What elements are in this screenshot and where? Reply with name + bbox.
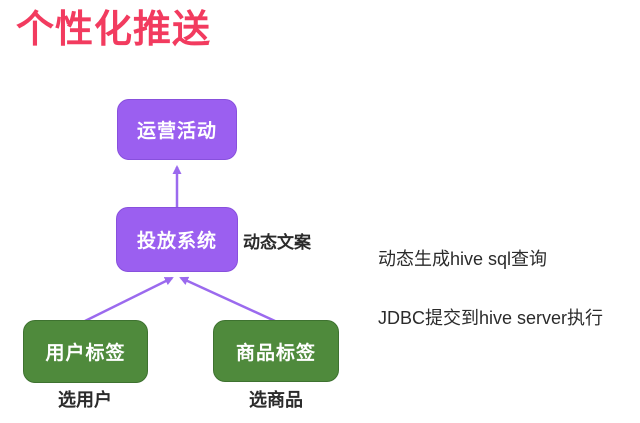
node-product-tags-label: 商品标签 xyxy=(235,342,316,364)
node-product-tags: 商品标签 xyxy=(213,320,339,382)
node-delivery-system: 投放系统 xyxy=(116,207,238,272)
arrow-product-tags-to-delivery xyxy=(179,276,276,323)
annotation-jdbc: JDBC提交到hive server执行 xyxy=(378,308,604,328)
label-dynamic-copy: 动态文案 xyxy=(243,233,311,252)
node-delivery-system-label: 投放系统 xyxy=(136,231,217,252)
node-user-tags-label: 用户标签 xyxy=(45,343,126,364)
arrow-user-tags-to-delivery xyxy=(84,276,174,323)
page-title: 个性化推送 xyxy=(16,9,212,51)
node-user-tags: 用户标签 xyxy=(23,320,148,383)
annotation-hive-sql: 动态生成hive sql查询 xyxy=(378,249,548,269)
node-operations-activity-label: 运营活动 xyxy=(136,121,217,142)
node-operations-activity: 运营活动 xyxy=(117,99,237,160)
label-select-user: 选用户 xyxy=(58,390,112,410)
label-select-product: 选商品 xyxy=(249,390,303,410)
